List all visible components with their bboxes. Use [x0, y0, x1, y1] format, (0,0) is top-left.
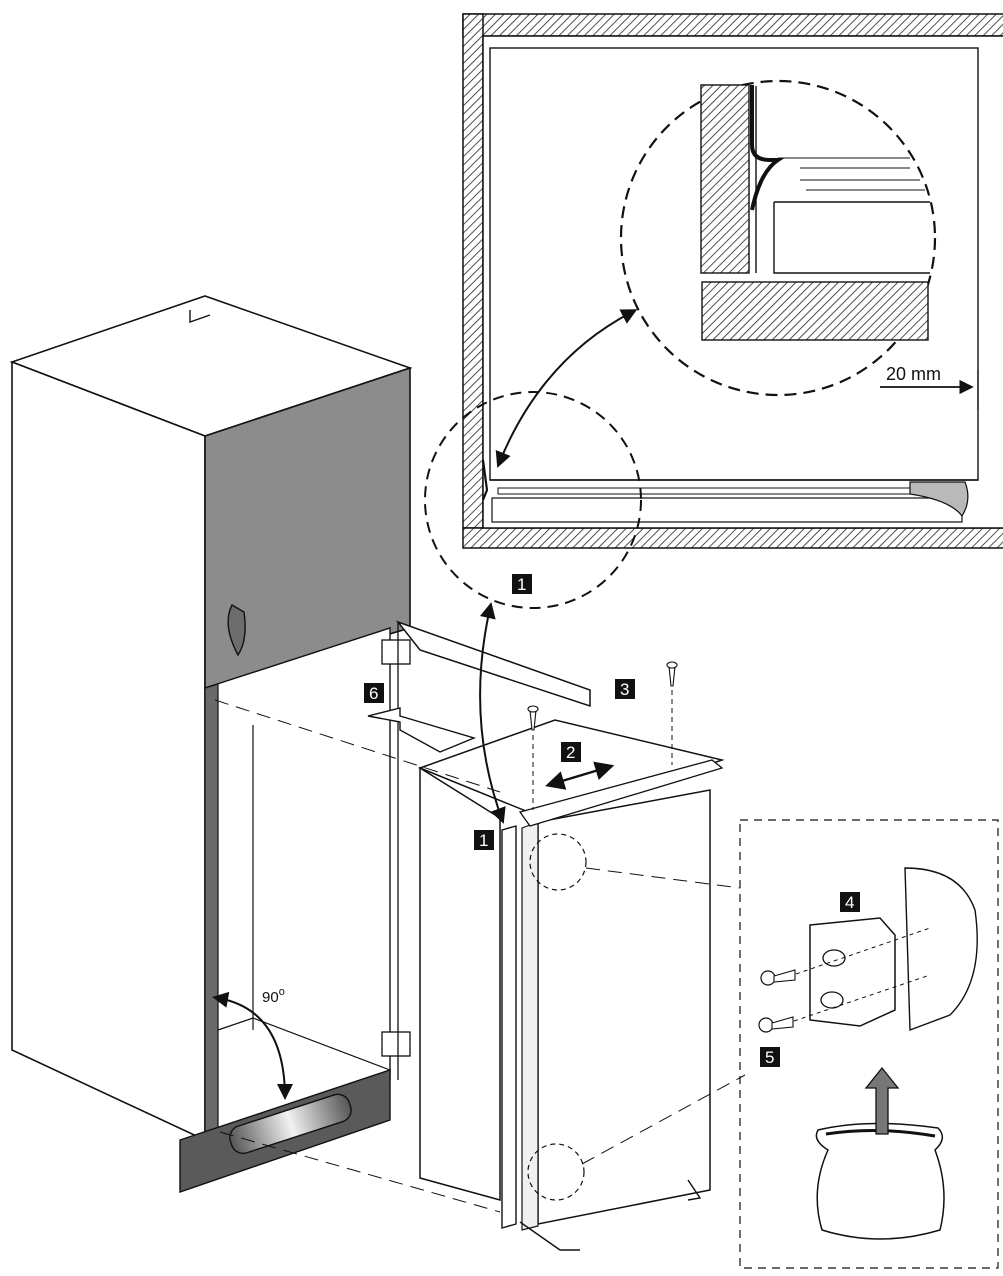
- cabinet-top-edge: [189, 310, 211, 323]
- svg-text:3: 3: [620, 680, 629, 699]
- svg-text:5: 5: [765, 1048, 774, 1067]
- seal-contact-mark: [481, 459, 489, 501]
- appliance-plinth: [491, 497, 963, 523]
- step-label-4: 4: [840, 892, 860, 912]
- cabinet-panel-section: [904, 867, 978, 1031]
- seal-link-arrow: [479, 602, 506, 824]
- wall-hatch-left: [462, 13, 484, 529]
- push-in-arrow: [367, 707, 477, 753]
- magnified-wall-hatch: [700, 84, 750, 274]
- step-label-1-bottom: 1: [474, 830, 494, 850]
- svg-text:6: 6: [369, 684, 378, 703]
- floor-hatch-bottom: [462, 527, 1003, 549]
- fridge-side: [419, 766, 501, 1201]
- accessory-bag: [815, 1122, 945, 1240]
- door-opening-angle: 90o: [262, 986, 285, 1006]
- step-label-1-top: 1: [512, 574, 532, 594]
- hardware-detail-box: [739, 819, 999, 1269]
- cabinet-left-side: [11, 360, 206, 1142]
- remove-up-arrow: [864, 1066, 900, 1135]
- wood-screw-top: [760, 969, 796, 986]
- screw-right: [666, 661, 678, 687]
- screw-left: [527, 705, 539, 731]
- detail-inset: 20 mm: [462, 13, 1003, 549]
- hardware-box-frame: [739, 819, 999, 1269]
- hinge-callout-top: [529, 833, 587, 891]
- alignment-guides: [214, 699, 746, 1213]
- step-label-6: 6: [364, 683, 384, 703]
- svg-text:1: 1: [479, 831, 488, 850]
- magnified-gasket: [778, 157, 925, 191]
- svg-text:4: 4: [845, 893, 854, 912]
- upper-hinge: [381, 639, 411, 665]
- door-seal-strip: [497, 487, 911, 495]
- seal-callout-circle: [424, 391, 642, 609]
- door-foot-bracket: [909, 481, 969, 518]
- top-mounting-rail: [518, 759, 724, 827]
- cabinet-upper-door-handle: [227, 604, 246, 657]
- detail-link-arrow: [495, 309, 638, 468]
- magnified-liner: [773, 201, 930, 274]
- kitchen-cabinet: 90o: [9, 295, 413, 1193]
- bracket-hole-top: [822, 949, 846, 967]
- step-label-2: 2: [561, 742, 581, 762]
- cabinet-lower-frame: [204, 627, 391, 1141]
- hinge-callout-bottom: [527, 1143, 585, 1201]
- wood-screw-bottom: [758, 1016, 794, 1033]
- svg-text:1: 1: [517, 575, 526, 594]
- magnified-seal-profile: [750, 85, 785, 211]
- magnified-detail-circle: [619, 79, 937, 397]
- door-opening-arc: [212, 991, 293, 1100]
- svg-text:2: 2: [566, 743, 575, 762]
- fridge-door-strip: [501, 825, 517, 1229]
- cabinet-front-stile: [204, 683, 219, 1141]
- plinth-vent-handle: [229, 1093, 352, 1155]
- fridge-front: [537, 789, 711, 1225]
- slide-arrow: [545, 761, 615, 790]
- lower-hinge: [381, 1031, 411, 1057]
- step-label-5: 5: [760, 1047, 780, 1067]
- gap-dimension-label: 20 mm: [886, 364, 941, 384]
- step-label-3: 3: [615, 679, 635, 699]
- fridge-feet: [519, 1179, 702, 1251]
- wall-hatch-top: [462, 13, 1003, 37]
- fridge-door-rail: [521, 821, 539, 1231]
- magnified-floor-hatch: [701, 281, 929, 341]
- mounting-bracket: [809, 917, 896, 1027]
- cabinet-lower-door-open: [395, 620, 591, 708]
